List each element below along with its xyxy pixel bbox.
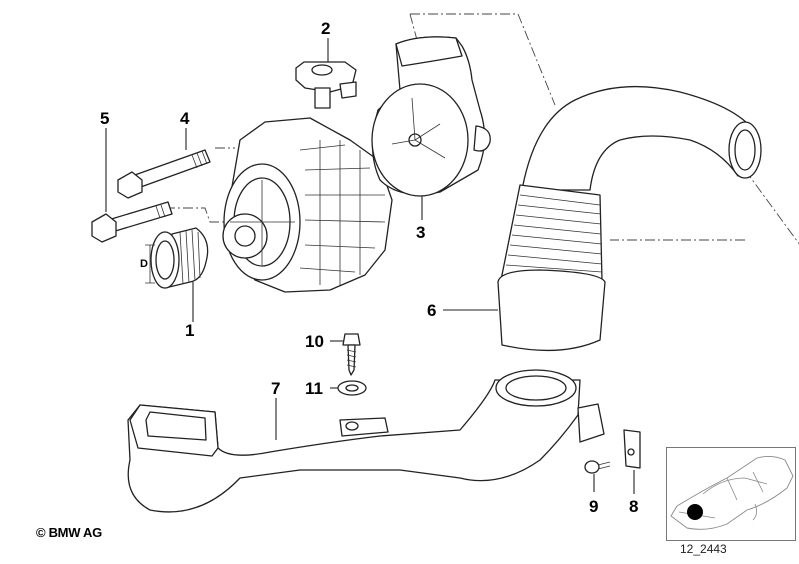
part-7-duct <box>127 369 605 513</box>
callout-6: 6 <box>427 301 437 320</box>
vehicle-locator-inset <box>666 447 796 541</box>
callout-5: 5 <box>100 109 110 128</box>
part-6-hose <box>497 85 762 352</box>
assembly-guide-lines <box>165 13 799 245</box>
diagram-code: 12_2443 <box>680 542 727 556</box>
callout-8: 8 <box>629 497 639 516</box>
callout-4: 4 <box>180 109 190 128</box>
part-2-regulator <box>295 61 357 109</box>
part-4-bolt <box>117 149 211 199</box>
callout-7: 7 <box>271 379 281 398</box>
copyright-text: © BMW AG <box>36 525 102 540</box>
part-5-bolt <box>91 201 173 243</box>
part-9-screw <box>584 460 611 474</box>
car-outline-icon <box>670 455 794 530</box>
leader-lines <box>105 38 635 494</box>
part-8-clip <box>623 429 641 469</box>
callout-3: 3 <box>416 223 426 242</box>
part-10-screw <box>342 333 361 376</box>
location-marker <box>687 504 703 520</box>
callout-11: 11 <box>305 379 323 398</box>
dimension-label: D <box>140 258 148 270</box>
alternator <box>222 117 393 293</box>
part-1-pulley <box>145 227 209 289</box>
callout-2: 2 <box>321 19 331 38</box>
callout-10: 10 <box>305 332 324 351</box>
callout-9: 9 <box>589 497 599 516</box>
callout-1: 1 <box>185 321 195 340</box>
part-3-fan-housing <box>371 36 491 197</box>
part-11-washer <box>337 380 367 396</box>
